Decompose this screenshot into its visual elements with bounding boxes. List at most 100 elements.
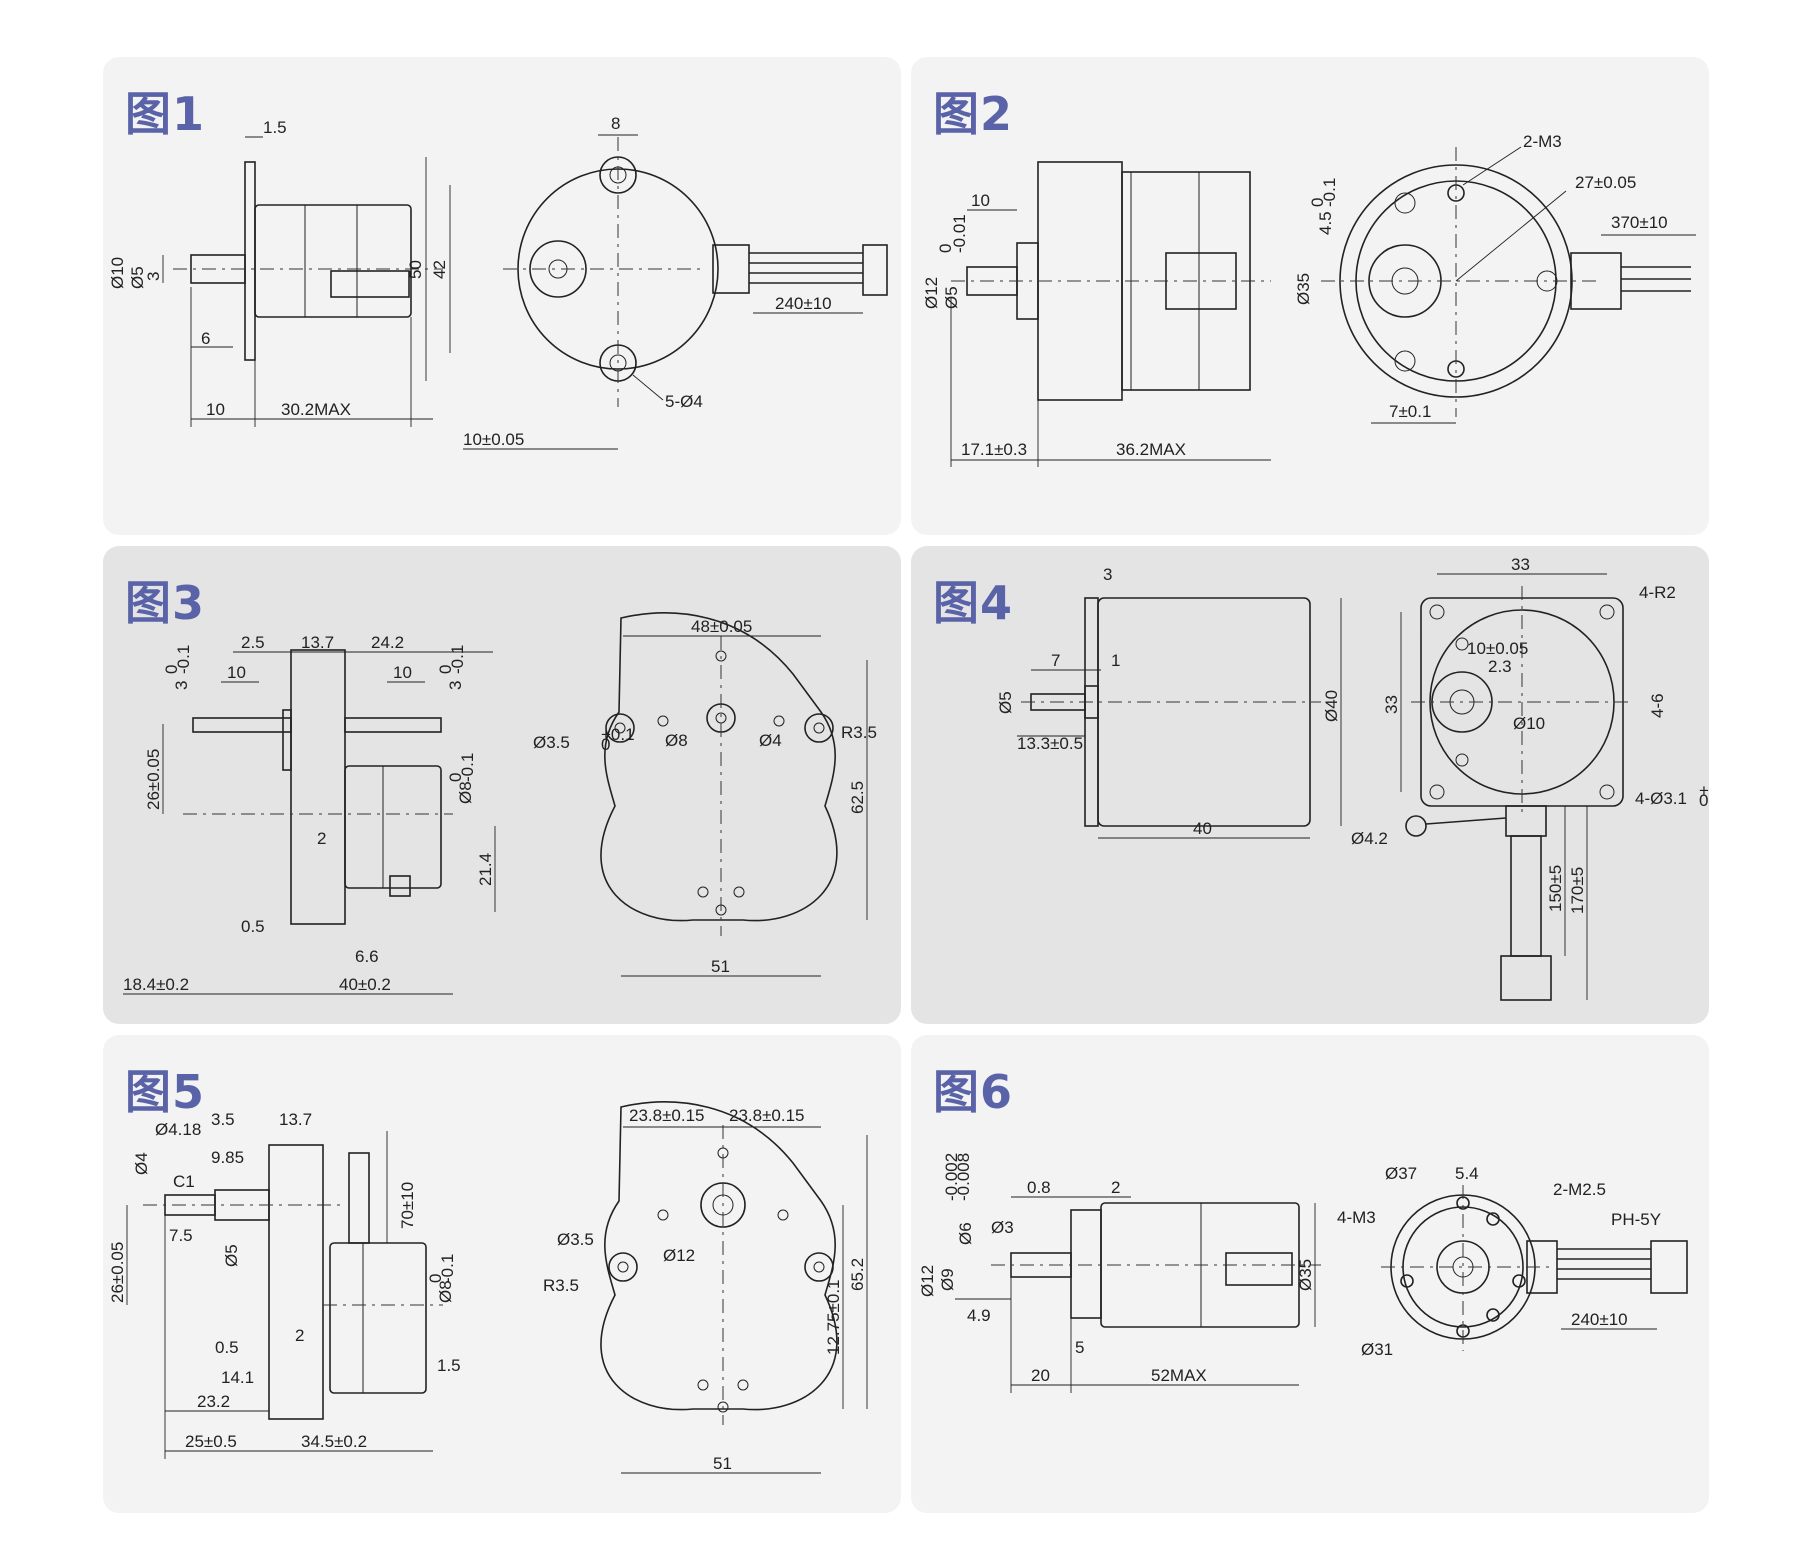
dim-label: 0.8: [1027, 1178, 1051, 1197]
dim-label: 240±10: [775, 294, 832, 313]
dim-label: 33: [1382, 695, 1401, 714]
dim-label: Ø10: [1513, 714, 1545, 733]
dim-label: 34.5±0.2: [301, 1432, 367, 1451]
motor-housing: [1339, 164, 1573, 398]
dim-label: 5.4: [1455, 1164, 1479, 1183]
dim-label: 370±10: [1611, 213, 1668, 232]
dim-label: 4.9: [967, 1306, 991, 1325]
dim-label: Ø3.5: [557, 1230, 594, 1249]
dim-label: 4-6: [1648, 693, 1667, 718]
technical-drawing: 1.5 Ø10 Ø5 3 6 10 30.2MAX 8 50 42 240±10…: [108, 114, 888, 450]
dim-label: Ø4: [759, 731, 782, 750]
dim-label: 51: [711, 957, 730, 976]
dim-label: 30.2MAX: [281, 400, 351, 419]
panel-title: 图3: [125, 576, 206, 630]
dim-label: 2: [1111, 1178, 1120, 1197]
dim-tolerance: -0.008: [954, 1153, 973, 1201]
dim-label: Ø3.5: [533, 733, 570, 752]
drawing-panel-2: 图2 10 Ø12 Ø5 0 -0.01 4: [911, 57, 1709, 535]
dim-label: 8: [611, 114, 620, 133]
dim-label: 2.3: [1488, 657, 1512, 676]
dim-label: 2: [317, 829, 326, 848]
dim-label: 10±0.05: [1467, 639, 1528, 658]
dim-label: 23.8±0.15: [629, 1106, 705, 1125]
dim-tolerance: -0.1: [438, 1254, 457, 1283]
dim-label: 6: [201, 329, 210, 348]
dim-label: 3: [172, 681, 191, 690]
gearbox: [1070, 1209, 1102, 1319]
gearbox-plate: [268, 1144, 324, 1420]
dim-label: 2.5: [241, 633, 265, 652]
dim-label: Ø12: [663, 1246, 695, 1265]
dim-label: Ø3: [991, 1218, 1014, 1237]
dim-label: 2-M3: [1523, 132, 1562, 151]
dim-tolerance: 0: [436, 665, 455, 674]
dim-tolerance: 0: [1699, 791, 1708, 810]
dim-label: 26±0.05: [108, 1242, 127, 1303]
dim-label: 36.2MAX: [1116, 440, 1186, 459]
dim-label: R3.5: [841, 723, 877, 742]
technical-drawing: Ø4.18 3.5 13.7 Ø4 C1 9.85 7.5 26±0.05 Ø5…: [108, 1101, 868, 1474]
wire-connector: [1225, 1252, 1293, 1286]
lead-wires: [348, 1152, 370, 1244]
dim-label: C1: [173, 1172, 195, 1191]
technical-drawing: 0.8 2 Ø6 -0.002 -0.008 Ø3 Ø12 Ø9 4.9 5 2…: [918, 1153, 1688, 1393]
dim-label: 25±0.5: [185, 1432, 237, 1451]
dim-tolerance: +0.05: [1699, 781, 1709, 800]
dim-label: Ø4.2: [1351, 829, 1388, 848]
dim-tolerance: 0: [446, 773, 465, 782]
dim-tolerance: 0: [1308, 198, 1327, 207]
dim-label: 18.4±0.2: [123, 975, 189, 994]
dim-label: Ø4.18: [155, 1120, 201, 1139]
dim-label: 10±0.05: [463, 430, 524, 449]
technical-drawing: 10 Ø12 Ø5 0 -0.01 4.5 0 -0.1 Ø35 17.1±0.…: [922, 132, 1696, 467]
dim-label: 42: [430, 260, 449, 279]
dim-label: 13.3±0.5: [1017, 734, 1083, 753]
gearbox-outline: [600, 1101, 838, 1411]
drawing-panel-4: 图4 3 7 1 Ø5 13.3±0.5 40 Ø40 33: [911, 546, 1709, 1024]
dim-label: 10: [393, 663, 412, 682]
dim-label: Ø40: [1322, 690, 1341, 722]
dim-tolerance: 0: [426, 1274, 445, 1283]
technical-drawing: 3 7 1 Ø5 13.3±0.5 40 Ø40 33 4-R2 10±0.05…: [996, 555, 1709, 1001]
dim-label: 3.5: [211, 1110, 235, 1129]
dim-label: Ø4: [132, 1152, 151, 1175]
dim-label: Ø5: [222, 1244, 241, 1267]
dim-tolerance: -0.002: [942, 1153, 961, 1201]
dim-label: 0.5: [215, 1338, 239, 1357]
dim-tolerance: -0.01: [950, 214, 969, 253]
dim-label: 3: [144, 272, 163, 281]
dim-label: Ø8: [665, 731, 688, 750]
dim-tolerance: -0.1: [458, 753, 477, 782]
motor-body: [329, 1242, 427, 1394]
drawing-panel-1: 图1 1.5 Ø10 Ø5 3 6: [103, 57, 901, 535]
dim-label: 1: [1111, 651, 1120, 670]
dim-tolerance: 0: [936, 244, 955, 253]
dim-label: 3: [446, 681, 465, 690]
dim-label: 1.5: [437, 1356, 461, 1375]
dim-label: 17.1±0.3: [961, 440, 1027, 459]
dim-label: Ø35: [1296, 1259, 1315, 1291]
motor-body: [1097, 597, 1311, 827]
dim-label: 65.2: [848, 1258, 867, 1291]
motor-body: [254, 204, 412, 318]
dim-label: Ø8: [456, 781, 475, 804]
dim-label: Ø35: [1294, 273, 1313, 305]
dim-label: 4-Ø3.1: [1635, 789, 1687, 808]
dim-label: 23.2: [197, 1392, 230, 1411]
dim-label: 1.5: [263, 118, 287, 137]
dim-label: 150±5: [1546, 865, 1565, 912]
dim-label: 62.5: [848, 781, 867, 814]
technical-drawing: 2.5 13.7 24.2 3 0 -0.1 10 10 3 0 -0.1 26…: [123, 612, 877, 995]
dim-label: 170±5: [1568, 867, 1587, 914]
dim-label: 33: [1511, 555, 1530, 574]
dim-label: Ø8: [436, 1280, 455, 1303]
dim-label: 23.8±0.15: [729, 1106, 805, 1125]
dim-label: 10: [227, 663, 246, 682]
dim-label: 4.5: [1316, 211, 1335, 235]
wire-connector: [1500, 955, 1552, 1001]
dim-label: 7±0.1: [1389, 402, 1431, 421]
dim-label: Ø10: [108, 257, 127, 289]
dim-label: Ø5: [996, 691, 1015, 714]
dim-label: R3.5: [543, 1276, 579, 1295]
